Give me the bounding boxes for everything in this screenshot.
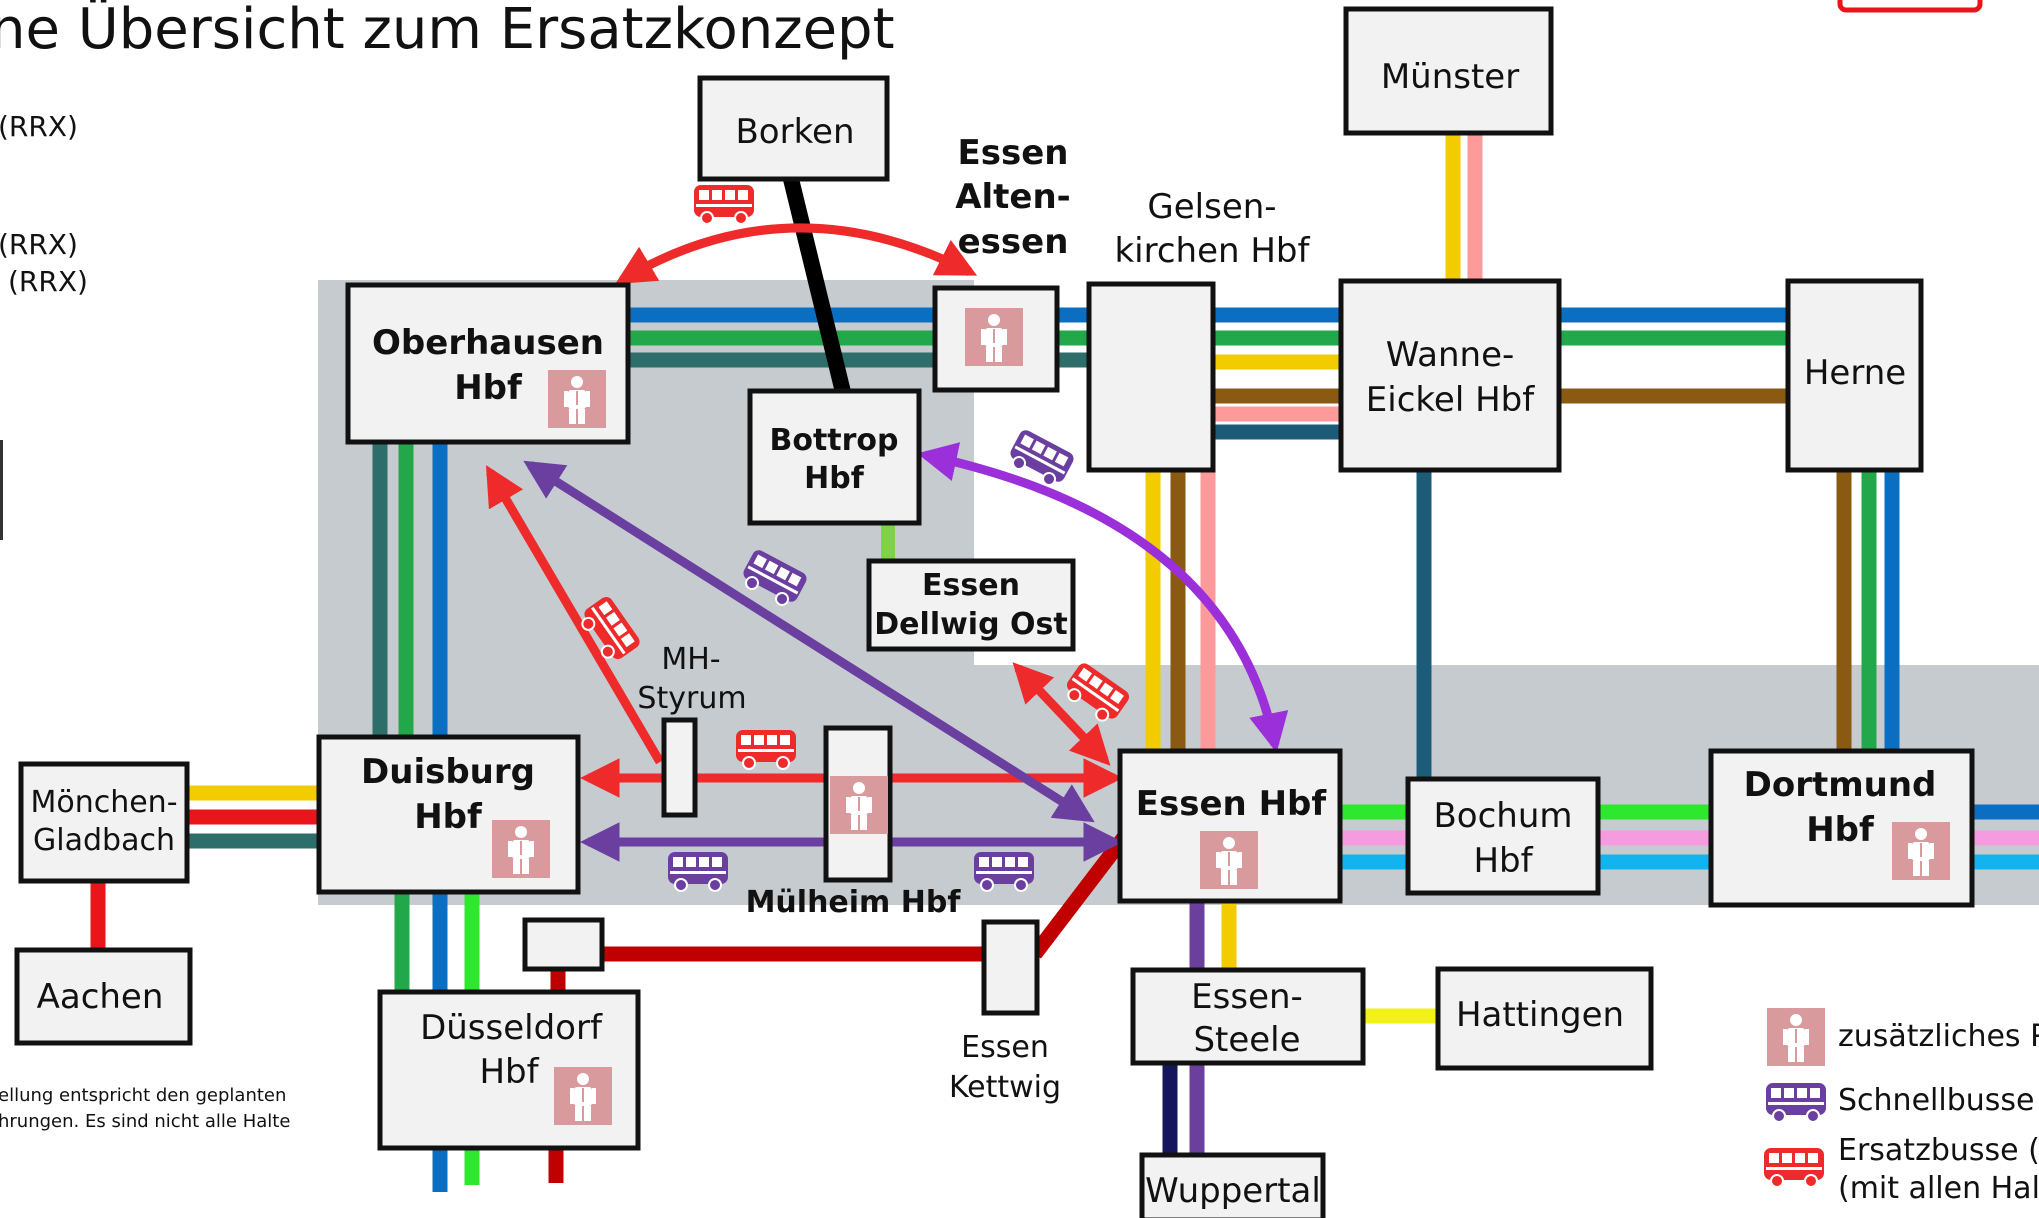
station-muenster: [1343, 6, 1554, 136]
svg-text:Duisburg: Duisburg: [361, 752, 535, 792]
svg-text:Essen: Essen: [958, 133, 1069, 173]
station-essen-steele: [1130, 967, 1366, 1066]
svg-text:(mit allen Halte: (mit allen Halte: [1838, 1171, 2039, 1206]
svg-text:Mülheim Hbf: Mülheim Hbf: [746, 885, 962, 920]
station-bochum: [1405, 776, 1601, 896]
svg-text:Essen: Essen: [922, 568, 1020, 603]
svg-text:Kettwig: Kettwig: [949, 1070, 1061, 1105]
svg-text:Hbf: Hbf: [1806, 810, 1875, 850]
svg-text:Hattingen: Hattingen: [1456, 995, 1624, 1035]
svg-text:Essen-: Essen-: [1191, 977, 1303, 1017]
legend-fragment-1: (RRX): [0, 110, 78, 143]
svg-text:Herne: Herne: [1804, 353, 1906, 393]
svg-text:Gladbach: Gladbach: [33, 823, 175, 858]
station-essen-kettwig: [981, 919, 1040, 1016]
station-boxes: [14, 6, 1975, 1218]
svg-text:Eickel Hbf: Eickel Hbf: [1366, 380, 1535, 420]
svg-text:Gelsen-: Gelsen-: [1147, 187, 1276, 227]
svg-text:Wanne-: Wanne-: [1386, 335, 1515, 375]
svg-text:Oberhausen: Oberhausen: [372, 323, 604, 363]
bus-route-oberhausen-altenessen: [615, 223, 978, 285]
station-borken: [697, 75, 890, 182]
station-hattingen: [1435, 966, 1654, 1071]
svg-text:Mönchen-: Mönchen-: [30, 785, 177, 820]
station-wuppertal: [1139, 1152, 1326, 1218]
svg-text:MH-: MH-: [661, 642, 720, 677]
svg-text:Alten-: Alten-: [955, 177, 1071, 217]
station-moenchengladbach: [18, 761, 190, 884]
svg-text:Borken: Borken: [735, 112, 854, 152]
page-title: ne Übersicht zum Ersatzkonzept: [0, 0, 895, 62]
station-bottrop: [747, 388, 922, 526]
svg-text:essen: essen: [958, 222, 1069, 262]
cut-mark: [0, 440, 3, 540]
svg-text:Düsseldorf: Düsseldorf: [420, 1008, 603, 1048]
legend-fragment-3: (RRX): [8, 265, 88, 298]
svg-text:Essen Hbf: Essen Hbf: [1136, 784, 1328, 824]
legend: zusätzliches P Schnellbusse ( Ersatzbuss…: [1763, 1008, 2039, 1206]
svg-text:kirchen Hbf: kirchen Hbf: [1114, 231, 1310, 271]
station-wanne-eickel: [1338, 278, 1562, 473]
express-route-bottrop-essen: [917, 442, 1289, 753]
station-herne: [1785, 278, 1924, 473]
svg-text:Schnellbusse (: Schnellbusse (: [1838, 1083, 2039, 1118]
svg-text:Dellwig Ost: Dellwig Ost: [874, 607, 1067, 642]
station-mh-styrum: [661, 717, 698, 818]
svg-text:Styrum: Styrum: [637, 681, 746, 716]
svg-text:Bochum: Bochum: [1433, 796, 1572, 836]
svg-text:Hbf: Hbf: [1473, 841, 1533, 881]
svg-text:Hbf: Hbf: [479, 1052, 539, 1092]
svg-text:Ersatzbusse (S: Ersatzbusse (S: [1838, 1133, 2039, 1168]
station-essen-dellwig-ost: [866, 558, 1076, 652]
svg-text:Hbf: Hbf: [804, 461, 865, 496]
station-aachen: [14, 947, 193, 1046]
svg-text:zusätzliches P: zusätzliches P: [1838, 1019, 2039, 1054]
footnote-line-2: hrungen. Es sind nicht alle Halte: [0, 1111, 290, 1132]
footnote-line-1: ellung entspricht den geplanten: [0, 1085, 286, 1106]
station-gelsenkirchen: [1086, 281, 1216, 473]
svg-text:Steele: Steele: [1193, 1020, 1300, 1060]
svg-text:Münster: Münster: [1381, 57, 1519, 97]
station-labels: Münster Borken Essen Alten- essen Gelsen…: [30, 57, 1936, 1211]
svg-text:Essen: Essen: [961, 1030, 1049, 1065]
corner-mark: [1837, 0, 1983, 13]
svg-text:Hbf: Hbf: [454, 368, 523, 408]
station-small-west: [522, 917, 605, 972]
express-route-oberhausen-essen: [523, 460, 1095, 823]
svg-text:Aachen: Aachen: [37, 977, 164, 1017]
svg-text:Bottrop: Bottrop: [769, 423, 898, 458]
legend-fragment-2: (RRX): [0, 228, 78, 261]
svg-text:Dortmund: Dortmund: [1744, 765, 1937, 805]
svg-text:Wuppertal: Wuppertal: [1145, 1171, 1321, 1211]
svg-text:Hbf: Hbf: [414, 797, 483, 837]
